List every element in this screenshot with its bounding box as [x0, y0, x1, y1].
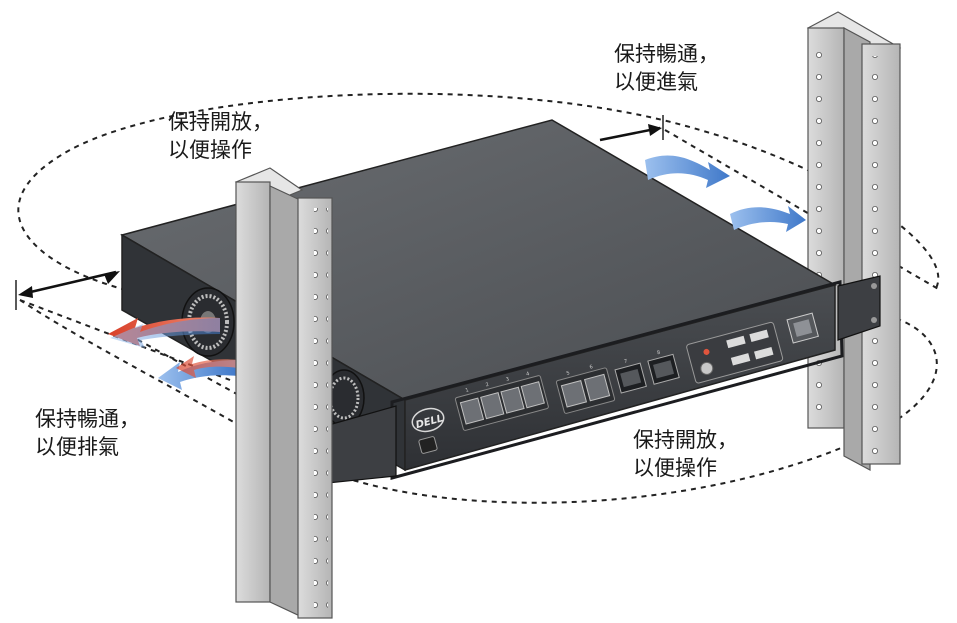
callout-top-right: 保持暢通， 以便進氣 — [614, 40, 719, 96]
port-group-2: 5 6 — [555, 364, 616, 414]
status-usb-panel — [686, 321, 784, 384]
callout-bottom-right-line2: 以便操作 — [633, 456, 717, 480]
callout-top-left-line2: 以便操作 — [168, 138, 252, 162]
callout-top-right-line1: 保持暢通， — [614, 42, 719, 66]
airflow-arrow-icon — [108, 155, 806, 390]
port-label-2: 2 — [485, 382, 490, 389]
console-port — [786, 312, 819, 344]
mounting-ear-right — [837, 275, 881, 341]
clearance-loop-bottom — [19, 299, 938, 504]
callout-bottom-left-line1: 保持暢通， — [35, 407, 140, 431]
callout-bottom-left-line2: 以便排氣 — [35, 435, 119, 459]
port-label-4: 4 — [526, 371, 531, 378]
callout-bottom-left: 保持暢通， 以便排氣 — [35, 405, 140, 461]
rack-rail-left — [234, 167, 333, 619]
sfp-port-group: 7 8 — [614, 350, 680, 394]
port-label-6: 6 — [589, 364, 594, 371]
port-label-5: 5 — [566, 370, 571, 377]
callout-top-right-line2: 以便進氣 — [614, 70, 698, 94]
callout-top-left-line1: 保持開放， — [168, 110, 273, 134]
callout-bottom-right: 保持開放， 以便操作 — [633, 426, 738, 482]
clearance-arrow-icon — [15, 270, 120, 310]
port-group-1: 1 2 3 4 — [454, 371, 549, 431]
port-label-8: 8 — [656, 350, 661, 357]
clearance-line-top-right — [664, 129, 941, 291]
rack-rail-right — [806, 11, 902, 472]
callout-top-left: 保持開放， 以便操作 — [168, 108, 273, 164]
port-label-3: 3 — [505, 376, 510, 383]
port-label-7: 7 — [624, 358, 629, 365]
callout-bottom-right-line1: 保持開放， — [633, 428, 738, 452]
clearance-loop-top — [17, 92, 940, 301]
front-panel-details: DELL 1 2 3 4 5 6 7 8 — [411, 312, 819, 454]
port-label-1: 1 — [465, 387, 470, 394]
clearance-arrow-icon — [599, 115, 664, 142]
